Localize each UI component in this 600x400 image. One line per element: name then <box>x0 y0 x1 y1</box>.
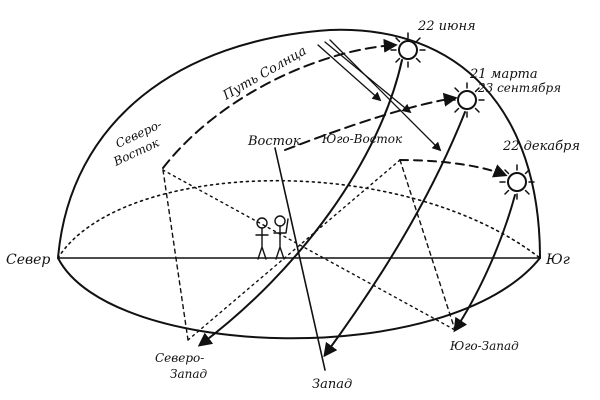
december-path-rise <box>399 159 508 178</box>
label-southeast: Юго-Восток <box>321 132 403 146</box>
sun-path-pointer-1 <box>317 44 382 102</box>
southeast-northwest-line <box>187 159 401 341</box>
label-march-21: 21 марта <box>469 67 538 82</box>
june-path-set <box>197 59 403 347</box>
southeast-drop-line <box>399 159 456 331</box>
label-southwest: Юго-Запад <box>449 339 519 353</box>
northeast-drop-line <box>162 169 189 341</box>
horizon-front <box>57 257 541 340</box>
east-west-line <box>274 147 326 371</box>
horizon-back <box>57 179 541 259</box>
label-west: Запад <box>312 377 352 392</box>
northeast-southwest-line <box>162 169 456 331</box>
label-december-22: 22 декабря <box>502 139 580 154</box>
sun-icon <box>449 82 485 118</box>
dome-outline <box>57 28 541 259</box>
sun-icon <box>390 32 426 68</box>
equinox-path-set <box>323 111 466 358</box>
label-east: Восток <box>247 134 301 149</box>
sun-icon <box>499 164 535 200</box>
label-june-22: 22 июня <box>417 19 476 34</box>
label-northwest-1: Северо- <box>155 351 204 365</box>
december-path-set <box>453 194 516 333</box>
label-northwest-2: Запад <box>170 367 208 381</box>
people-icon <box>255 215 289 260</box>
equinox-path-rise <box>284 92 458 151</box>
sun-path-pointer-3 <box>329 39 442 152</box>
june-path-rise <box>162 38 398 169</box>
label-sun-path: Путь Солнца <box>220 44 310 104</box>
label-south: Юг <box>545 252 570 268</box>
label-september-23: 23 сентября <box>477 81 561 95</box>
label-north: Север <box>6 252 50 268</box>
